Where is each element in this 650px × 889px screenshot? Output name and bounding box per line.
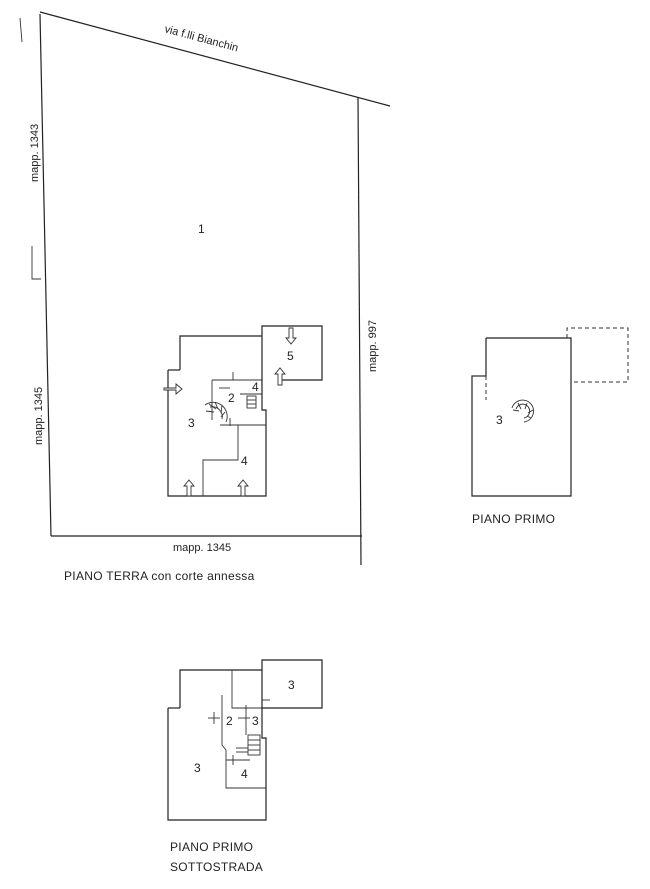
left-bottom-parcel-label: mapp. 1345 xyxy=(33,387,45,445)
basement-caption-line1: PIANO PRIMO xyxy=(170,840,253,854)
ground-floor-caption: PIANO TERRA con corte annessa xyxy=(64,569,255,583)
first-floor-plan xyxy=(471,327,629,497)
room-label: 5 xyxy=(287,349,294,363)
room-label: 4 xyxy=(241,767,248,781)
site-boundary xyxy=(19,11,391,566)
room-label: 2 xyxy=(226,714,233,728)
right-parcel-label: mapp. 997 xyxy=(367,320,379,372)
room-label: 4 xyxy=(241,454,248,468)
room-label: 3 xyxy=(496,413,503,427)
basement-caption-line2: SOTTOSTRADA xyxy=(170,860,263,874)
left-top-parcel-label: mapp. 1343 xyxy=(29,124,41,182)
street-label: via f.lli Bianchin xyxy=(163,23,239,54)
room-label: 3 xyxy=(188,416,195,430)
room-label: 2 xyxy=(228,391,235,405)
first-floor-caption: PIANO PRIMO xyxy=(472,512,555,526)
ground-floor-plan xyxy=(163,325,323,497)
room-label: 4 xyxy=(252,380,259,394)
yard-number: 1 xyxy=(198,222,205,236)
basement-floor-plan xyxy=(167,659,323,821)
room-label: 3 xyxy=(194,761,201,775)
bottom-parcel-label: mapp. 1345 xyxy=(173,542,231,554)
room-label: 3 xyxy=(252,714,259,728)
room-label: 3 xyxy=(288,678,295,692)
